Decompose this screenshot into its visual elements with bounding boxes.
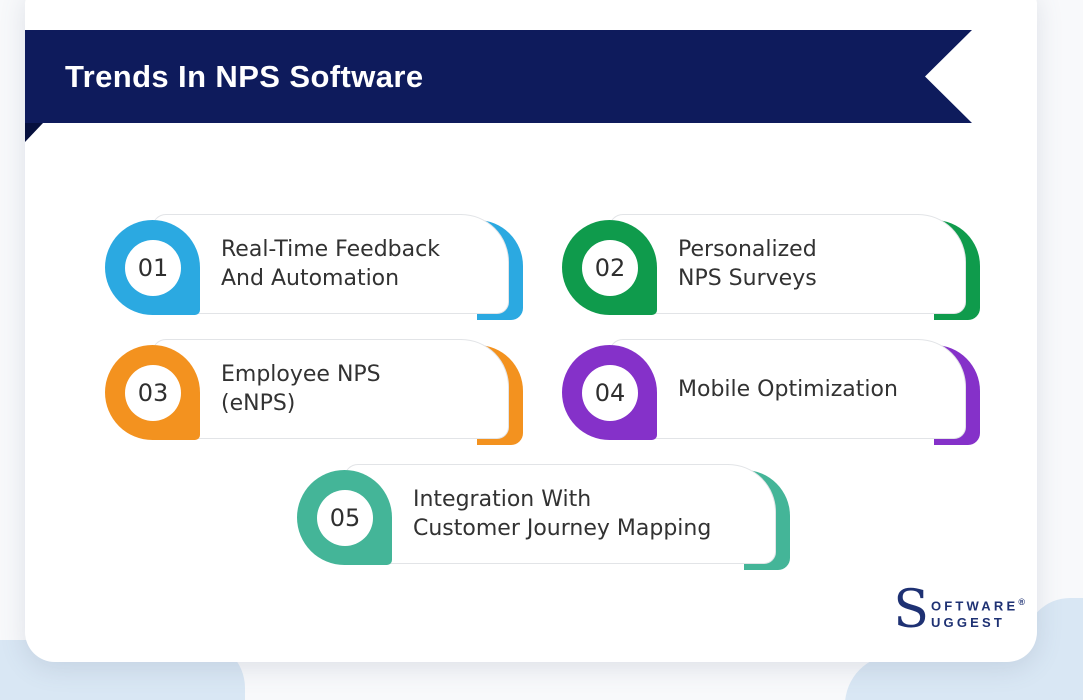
trend-item-1-title: Real-Time Feedback And Automation <box>221 214 471 314</box>
trend-item-5-title-line1: Integration With <box>413 487 592 512</box>
content-card: Trends In NPS Software Real-Time Feedbac… <box>25 0 1037 662</box>
logo-word-bottom: UGGEST <box>930 615 1006 631</box>
trend-item-1-title-line1: Real-Time Feedback <box>221 237 440 262</box>
trend-item-5: Integration With Customer Journey Mappin… <box>295 464 790 570</box>
trend-item-4: Mobile Optimization 04 <box>560 339 980 445</box>
trend-item-3-title-line2: (eNPS) <box>221 391 296 416</box>
trend-item-3-title-line1: Employee NPS <box>221 362 381 387</box>
logo-words: OFTWARE® UGGEST <box>931 588 1025 631</box>
trend-item-5-number-badge: 05 <box>317 490 373 546</box>
trend-item-1-panel <box>152 214 509 314</box>
trend-item-3-panel <box>152 339 509 439</box>
trend-item-1: Real-Time Feedback And Automation 01 <box>103 214 523 320</box>
trend-item-4-number: 04 <box>594 379 626 407</box>
trend-item-2-panel <box>609 214 966 314</box>
trend-item-3-number: 03 <box>137 379 169 407</box>
ribbon-fold <box>25 123 43 142</box>
trend-item-5-title-line2: Customer Journey Mapping <box>413 516 712 541</box>
trend-item-2: Personalized NPS Surveys 02 <box>560 214 980 320</box>
logo-initial-letter: S <box>893 580 929 640</box>
softwaresuggest-logo: S OFTWARE® UGGEST <box>893 580 1025 640</box>
trend-item-5-panel <box>344 464 776 564</box>
trend-item-5-title: Integration With Customer Journey Mappin… <box>413 464 738 564</box>
trend-item-4-title: Mobile Optimization <box>678 339 928 439</box>
page-title: Trends In NPS Software <box>65 58 424 94</box>
trend-item-2-title-line1: Personalized <box>678 237 817 262</box>
trend-item-2-title: Personalized NPS Surveys <box>678 214 928 314</box>
trend-item-4-panel <box>609 339 966 439</box>
trend-item-4-title-line1: Mobile Optimization <box>678 376 898 402</box>
trend-item-3-number-badge: 03 <box>125 365 181 421</box>
logo-word-top-text: OFTWARE <box>930 598 1019 614</box>
trend-item-5-number: 05 <box>329 504 361 532</box>
trend-item-2-title-line2: NPS Surveys <box>678 266 817 291</box>
registered-trademark-mark: ® <box>1018 597 1025 607</box>
trend-item-2-number-badge: 02 <box>582 240 638 296</box>
trend-item-2-number: 02 <box>594 254 626 282</box>
trend-item-1-title-line2: And Automation <box>221 266 400 291</box>
trend-item-4-number-badge: 04 <box>582 365 638 421</box>
logo-word-top: OFTWARE® <box>931 594 1025 614</box>
trend-item-1-number-badge: 01 <box>125 240 181 296</box>
trend-item-3: Employee NPS (eNPS) 03 <box>103 339 523 445</box>
trend-item-1-number: 01 <box>137 254 169 282</box>
trend-item-3-title: Employee NPS (eNPS) <box>221 339 471 439</box>
title-ribbon: Trends In NPS Software <box>25 30 972 123</box>
